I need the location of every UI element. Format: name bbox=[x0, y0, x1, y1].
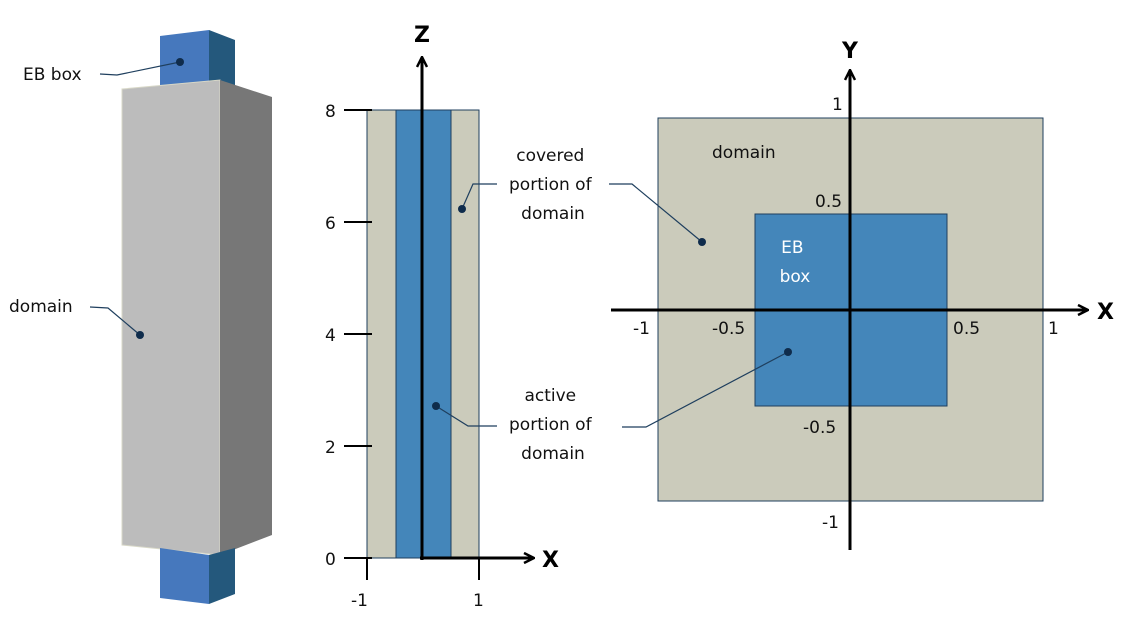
active-label-line-1: active bbox=[524, 386, 576, 406]
panel-xy: Y X -1 -0.5 0.5 1 1 0.5 -0.5 -1 domain E… bbox=[609, 39, 1114, 550]
z-tick-label-2: 2 bbox=[325, 438, 336, 458]
xy-y-tick-neg1: -1 bbox=[822, 513, 839, 533]
eb-box-top-front bbox=[160, 30, 209, 92]
xy-eb-label-line-1: EB bbox=[781, 238, 803, 258]
xy-y-tick-05: 0.5 bbox=[815, 192, 842, 212]
panel-xz: Z X 0 2 4 6 8 -1 1 covered port bbox=[325, 23, 597, 611]
z-tick-label-8: 8 bbox=[325, 102, 336, 122]
xz-covered-right bbox=[450, 109, 480, 559]
x-axis-label-xz: X bbox=[542, 548, 559, 573]
domain-block-front bbox=[121, 79, 221, 556]
active-callout-dot bbox=[432, 402, 440, 410]
z-ticks: 0 2 4 6 8 bbox=[325, 102, 372, 570]
xy-x-tick-neg05: -0.5 bbox=[712, 319, 745, 339]
xy-eb-label: EB box bbox=[780, 238, 811, 287]
xy-covered-callout-line bbox=[609, 183, 703, 243]
domain-block-side bbox=[220, 80, 272, 555]
y-axis-label: Y bbox=[841, 39, 859, 64]
xy-x-tick-neg1: -1 bbox=[633, 319, 650, 339]
x-axis-label-xy: X bbox=[1097, 300, 1114, 325]
eb-box-bottom-front bbox=[160, 548, 209, 604]
eb-box-label: EB box bbox=[23, 65, 82, 85]
xy-x-tick-1: 1 bbox=[1048, 319, 1059, 339]
domain-callout-dot bbox=[136, 331, 144, 339]
z-tick-label-6: 6 bbox=[325, 214, 336, 234]
active-label: active portion of domain bbox=[509, 386, 597, 464]
eb-box-bottom-side bbox=[209, 548, 235, 604]
xy-domain-label: domain bbox=[712, 143, 776, 163]
active-label-line-2: portion of bbox=[509, 415, 593, 435]
covered-callout-dot bbox=[458, 205, 466, 213]
domain-label-3d: domain bbox=[9, 297, 73, 317]
xy-active-callout-line bbox=[622, 351, 789, 428]
panel-3d: EB box domain bbox=[9, 30, 272, 604]
active-label-line-3: domain bbox=[521, 444, 585, 464]
xy-active-callout-dot bbox=[784, 348, 792, 356]
xy-y-tick-1: 1 bbox=[832, 95, 843, 115]
eb-box-callout-dot bbox=[176, 58, 184, 66]
xy-eb-label-line-2: box bbox=[780, 267, 811, 287]
covered-label: covered portion of domain bbox=[509, 146, 597, 224]
xy-x-tick-05: 0.5 bbox=[953, 319, 980, 339]
xy-y-tick-neg05: -0.5 bbox=[803, 418, 836, 438]
domain-callout-line bbox=[89, 306, 141, 336]
active-callout-line bbox=[435, 405, 497, 427]
z-axis-label: Z bbox=[414, 23, 430, 48]
x-tick-label-1: 1 bbox=[473, 591, 484, 611]
xy-covered-callout-dot bbox=[698, 238, 706, 246]
covered-label-line-3: domain bbox=[521, 204, 585, 224]
covered-label-line-2: portion of bbox=[509, 175, 593, 195]
z-tick-label-4: 4 bbox=[325, 326, 336, 346]
eb-box-top-side bbox=[209, 30, 235, 92]
x-ticks-xz: -1 1 bbox=[351, 558, 484, 611]
covered-callout-line bbox=[461, 183, 497, 210]
eb-box-callout-line bbox=[99, 61, 181, 76]
z-tick-label-0: 0 bbox=[325, 550, 336, 570]
covered-label-line-1: covered bbox=[516, 146, 584, 166]
x-tick-label-neg1: -1 bbox=[351, 591, 368, 611]
